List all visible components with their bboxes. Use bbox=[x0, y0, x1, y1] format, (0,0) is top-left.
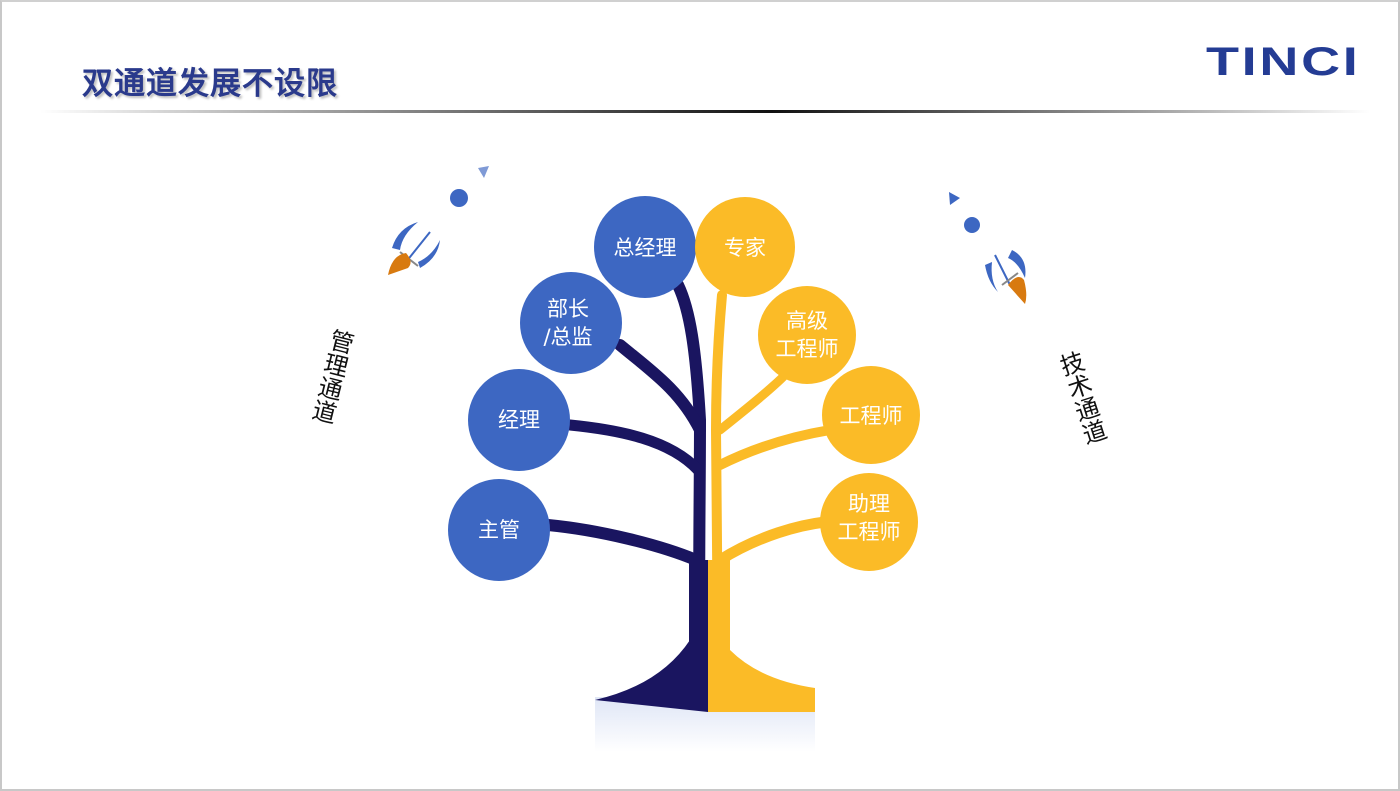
level-label: 工程师 bbox=[839, 404, 903, 428]
level-label: 工程师 bbox=[775, 337, 839, 361]
trunk-base-dark bbox=[595, 640, 708, 712]
page-title: 双通道发展不设限 bbox=[82, 66, 338, 102]
management-nodes bbox=[448, 196, 696, 581]
technical-nodes bbox=[695, 197, 920, 571]
level-supervisor: 主管 bbox=[444, 516, 554, 544]
node-circle-director bbox=[520, 272, 622, 374]
level-label: 经理 bbox=[498, 408, 540, 432]
rocket-icon-left bbox=[388, 166, 489, 275]
node-circle-engineer bbox=[822, 366, 920, 464]
node-circle-manager bbox=[468, 369, 570, 471]
rocket-icon-right bbox=[949, 192, 1027, 304]
level-label: 助理 bbox=[848, 492, 890, 516]
level-senior-engineer: 高级工程师 bbox=[752, 307, 862, 363]
trunk-dark bbox=[689, 560, 708, 650]
level-label: 总经理 bbox=[613, 236, 677, 260]
trunk-yellow bbox=[708, 560, 815, 712]
level-label: /总监 bbox=[543, 325, 593, 349]
level-label: 主管 bbox=[478, 518, 520, 542]
level-director: 部长/总监 bbox=[513, 295, 623, 351]
node-circle-senior-engineer bbox=[758, 286, 856, 384]
node-circle-supervisor bbox=[448, 479, 550, 581]
level-assistant-engineer: 助理工程师 bbox=[814, 490, 924, 546]
level-manager: 经理 bbox=[464, 406, 574, 434]
level-general-manager: 总经理 bbox=[590, 234, 700, 262]
node-circle-general-manager bbox=[594, 196, 696, 298]
header-divider bbox=[40, 110, 1370, 113]
level-label: 部长 bbox=[547, 297, 589, 321]
level-engineer: 工程师 bbox=[816, 402, 926, 430]
tinci-logo: TINCI bbox=[1206, 40, 1361, 84]
level-label: 高级 bbox=[786, 309, 828, 333]
level-label: 专家 bbox=[724, 236, 766, 260]
level-label: 工程师 bbox=[837, 520, 901, 544]
node-circle-expert bbox=[695, 197, 795, 297]
level-expert: 专家 bbox=[690, 234, 800, 262]
node-circle-assistant-engineer bbox=[820, 473, 918, 571]
